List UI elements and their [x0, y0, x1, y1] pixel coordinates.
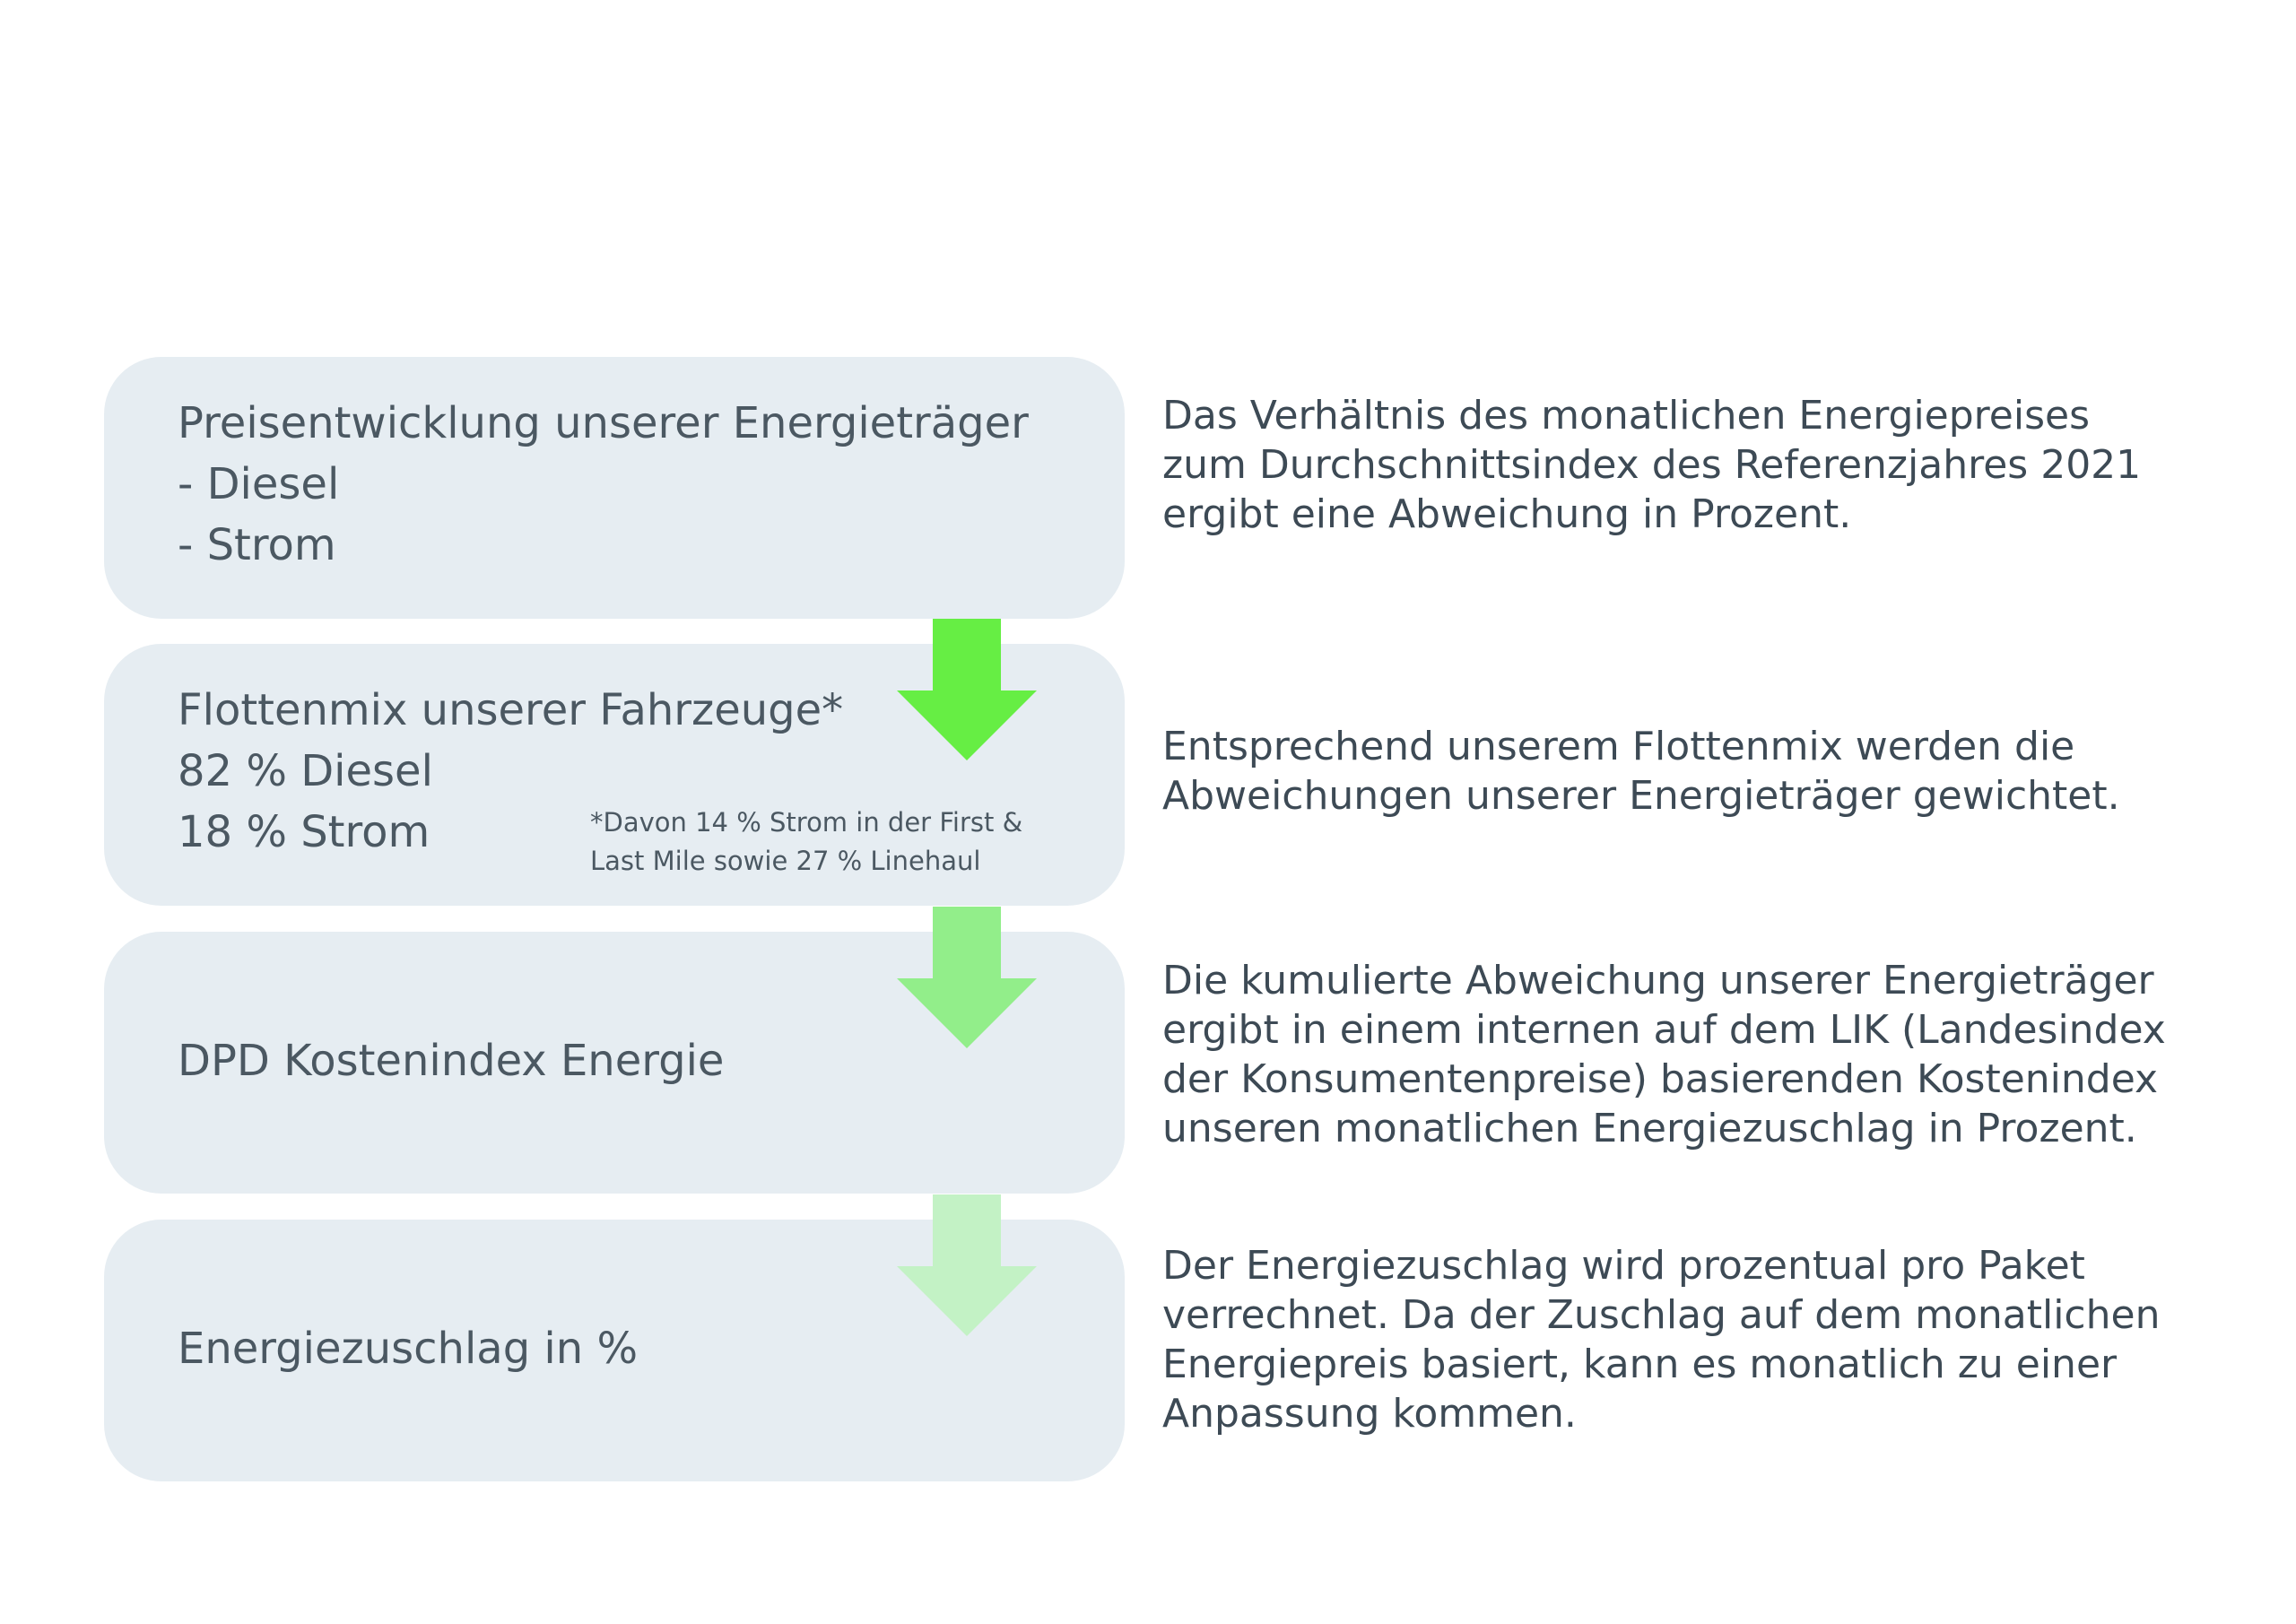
description-line: der Konsumentenpreise) basierenden Koste… — [1162, 1056, 2159, 1102]
description-line: Die kumulierte Abweichung unserer Energi… — [1162, 958, 2154, 1003]
step-description-energy-surcharge: Der Energiezuschlag wird prozentual pro … — [1162, 1241, 2160, 1438]
step-box-text: DPD Kostenindex Energie — [178, 1030, 724, 1091]
description-line: ergibt in einem internen auf dem LIK (La… — [1162, 1007, 2166, 1053]
description-line: Anpassung kommen. — [1162, 1391, 1577, 1437]
step-box-text: Energiezuschlag in % — [178, 1318, 638, 1379]
description-line: Abweichungen unserer Energieträger gewic… — [1162, 773, 2120, 819]
fleet-footnote: *Davon 14 % Strom in der First & Last Mi… — [590, 803, 1022, 881]
step-box-text: Preisentwicklung unserer Energieträger -… — [178, 393, 1029, 576]
step-title: Flottenmix unserer Fahrzeuge* — [178, 685, 844, 735]
description-line: Das Verhältnis des monatlichen Energiepr… — [1162, 393, 2090, 439]
step-description-cost-index: Die kumulierte Abweichung unserer Energi… — [1162, 956, 2166, 1153]
description-line: Entsprechend unserem Flottenmix werden d… — [1162, 724, 2075, 769]
footnote-line: Last Mile sowie 27 % Linehaul — [590, 846, 981, 876]
description-line: Der Energiezuschlag wird prozentual pro … — [1162, 1243, 2085, 1289]
arrow-down-icon — [897, 1194, 1037, 1336]
step-title: Energiezuschlag in % — [178, 1324, 639, 1374]
description-line: zum Durchschnittsindex des Referenzjahre… — [1162, 442, 2142, 488]
arrow-down-icon — [897, 907, 1037, 1048]
step-line-diesel-share: 82 % Diesel — [178, 746, 433, 796]
step-title: DPD Kostenindex Energie — [178, 1036, 725, 1086]
arrow-down-icon — [897, 619, 1037, 760]
step-title: Preisentwicklung unserer Energieträger — [178, 398, 1029, 448]
description-line: unseren monatlichen Energiezuschlag in P… — [1162, 1106, 2137, 1151]
description-line: ergibt eine Abweichung in Prozent. — [1162, 491, 1852, 537]
step-description-price-development: Das Verhältnis des monatlichen Energiepr… — [1162, 391, 2141, 539]
arrow-down-shape — [897, 619, 1037, 760]
step-line-strom: - Strom — [178, 520, 336, 570]
description-line: Energiepreis basiert, kann es monatlich … — [1162, 1342, 2118, 1387]
arrow-down-shape — [897, 907, 1037, 1048]
description-line: verrechnet. Da der Zuschlag auf dem mona… — [1162, 1292, 2161, 1338]
step-line-diesel: - Diesel — [178, 459, 340, 509]
arrow-down-shape — [897, 1194, 1037, 1336]
step-line-strom-share: 18 % Strom — [178, 807, 430, 857]
step-box-text: Flottenmix unserer Fahrzeuge* 82 % Diese… — [178, 680, 843, 863]
footnote-line: *Davon 14 % Strom in der First & — [590, 807, 1023, 838]
step-box-price-development: Preisentwicklung unserer Energieträger -… — [104, 357, 1125, 619]
step-description-fleet-mix: Entsprechend unserem Flottenmix werden d… — [1162, 722, 2120, 821]
